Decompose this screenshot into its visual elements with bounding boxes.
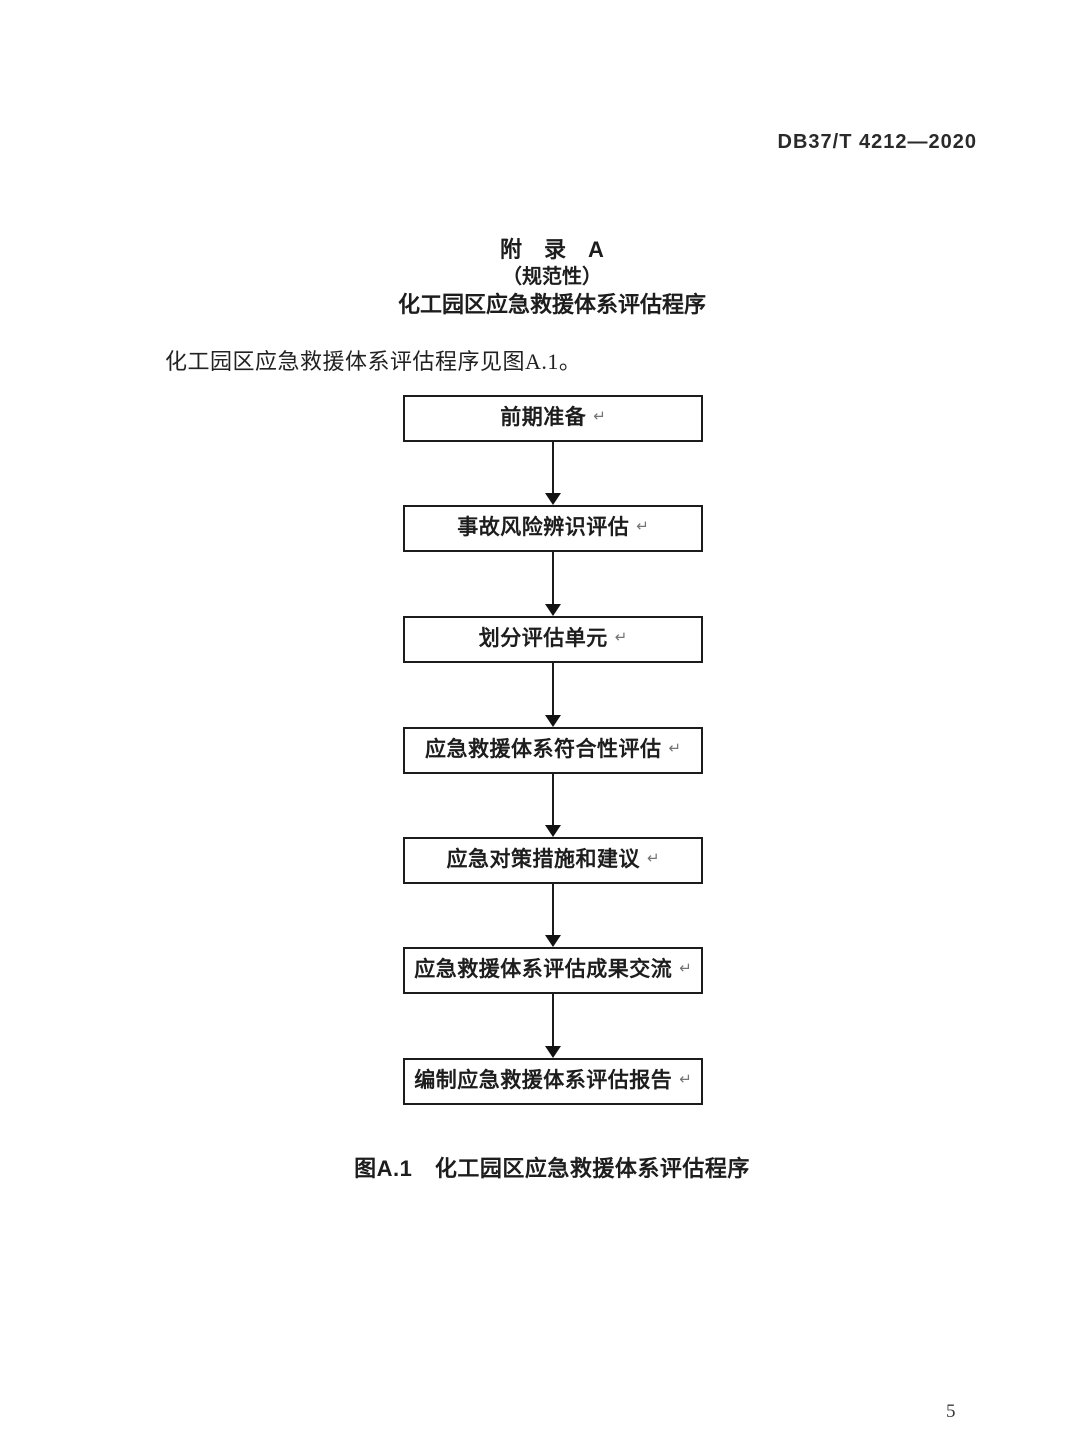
- line-break-mark: ↵: [679, 1069, 692, 1088]
- flowchart-step-label: 应急对策措施和建议: [446, 847, 640, 871]
- arrow-shaft: [552, 442, 554, 493]
- flowchart-step-label: 应急救援体系评估成果交流: [414, 957, 673, 981]
- arrow-shaft: [552, 663, 554, 715]
- arrow-head: [545, 604, 561, 616]
- line-break-mark: ↵: [668, 738, 682, 757]
- flow-arrow-down: [545, 442, 561, 505]
- line-break-mark: ↵: [614, 627, 628, 646]
- appendix-normative-label: （规范性）: [502, 266, 602, 288]
- flowchart-step-6: 应急救援体系评估成果交流 ↵: [403, 947, 703, 994]
- arrow-shaft: [552, 774, 554, 825]
- line-break-mark: ↵: [646, 848, 660, 867]
- appendix-subtitle: 化工园区应急救援体系评估程序: [397, 292, 706, 317]
- line-break-mark: ↵: [636, 516, 649, 535]
- flow-arrow-down: [545, 663, 561, 727]
- arrow-head: [545, 493, 561, 505]
- arrow-shaft: [552, 994, 554, 1046]
- flowchart-step-1: 前期准备 ↵: [403, 395, 703, 442]
- line-break-mark: ↵: [679, 958, 692, 977]
- flowchart-step-7: 编制应急救援体系评估报告 ↵: [403, 1058, 703, 1105]
- flowchart-step-label: 划分评估单元: [478, 626, 608, 650]
- flowchart-step-label: 前期准备: [500, 405, 587, 429]
- appendix-title-block: 附 录 A （规范性） 化工园区应急救援体系评估程序: [24, 235, 1080, 319]
- arrow-shaft: [552, 552, 554, 604]
- flowchart-step-label: 事故风险辨识评估: [457, 515, 630, 539]
- appendix-title: 附 录 A: [500, 237, 604, 262]
- arrow-head: [545, 1046, 561, 1058]
- flow-arrow-down: [545, 884, 561, 947]
- flowchart-step-4: 应急救援体系符合性评估 ↵: [403, 727, 703, 774]
- flow-arrow-down: [545, 994, 561, 1058]
- arrow-shaft: [552, 884, 554, 935]
- figure-caption: 图A.1 化工园区应急救援体系评估程序: [354, 1156, 750, 1181]
- flow-arrow-down: [545, 774, 561, 837]
- flowchart-step-5: 应急对策措施和建议 ↵: [403, 837, 703, 884]
- arrow-head: [545, 825, 561, 837]
- arrow-head: [545, 715, 561, 727]
- page-number: 5: [946, 1401, 956, 1422]
- flow-arrow-down: [545, 552, 561, 616]
- flowchart-step-label: 编制应急救援体系评估报告: [414, 1068, 673, 1092]
- flowchart-step-3: 划分评估单元 ↵: [403, 616, 703, 663]
- intro-paragraph: 化工园区应急救援体系评估程序见图A.1。: [165, 349, 582, 374]
- arrow-head: [545, 935, 561, 947]
- flowchart-step-label: 应急救援体系符合性评估: [424, 737, 662, 761]
- standard-number-header: DB37/T 4212—2020: [777, 131, 977, 153]
- flowchart-step-2: 事故风险辨识评估 ↵: [403, 505, 703, 552]
- line-break-mark: ↵: [593, 406, 606, 425]
